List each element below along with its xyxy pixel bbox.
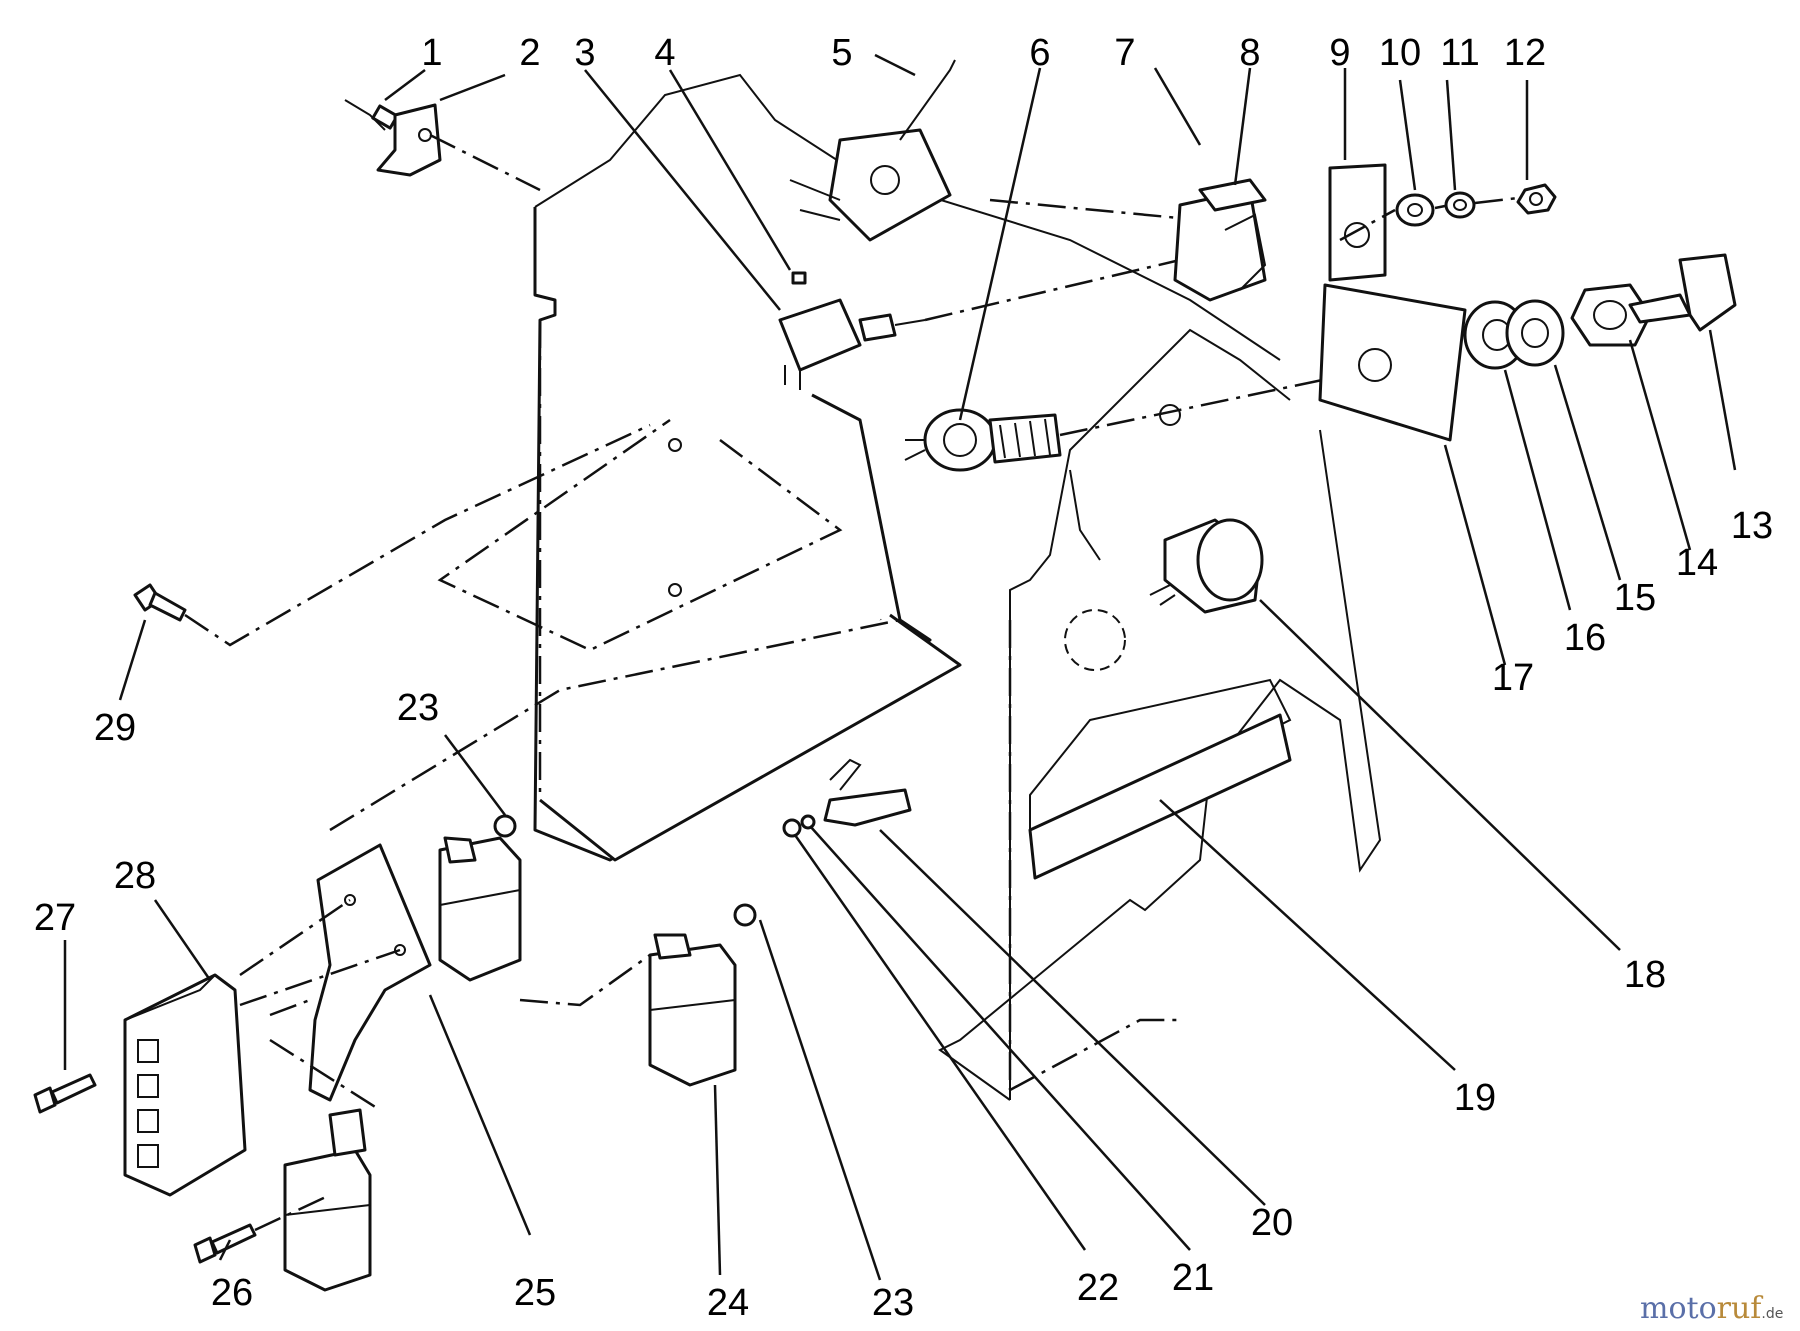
- watermark-part1: moto: [1640, 1291, 1717, 1326]
- callout-19: 19: [1454, 1077, 1496, 1119]
- callout-11: 11: [1440, 32, 1479, 74]
- nut-14: [1570, 283, 1652, 347]
- callout-8: 8: [1239, 32, 1260, 74]
- relay-middle: [519, 903, 757, 1087]
- callout-20: 20: [1251, 1202, 1293, 1244]
- relay-lower: [283, 1108, 372, 1292]
- callout-1: 1: [421, 32, 442, 74]
- toggle-switch: [778, 258, 1181, 390]
- decal-plate: [1328, 163, 1387, 282]
- relay-upper: [438, 814, 522, 982]
- ignition-switch: [904, 368, 1371, 472]
- svg-text:motoruf.de: motoruf.de: [1640, 1291, 1783, 1326]
- callout-7: 7: [1114, 32, 1135, 74]
- seat-switch: [789, 59, 1201, 285]
- lower-mounting-plate: [329, 613, 962, 862]
- callout-24: 24: [707, 1282, 749, 1324]
- bolt-27: [33, 1073, 97, 1114]
- small-bracket: [376, 103, 541, 192]
- washer-11: [1444, 191, 1476, 219]
- callout-25: 25: [514, 1272, 556, 1314]
- callout-27: 27: [34, 897, 76, 939]
- callout-3: 3: [574, 32, 595, 74]
- callout-21: 21: [1172, 1257, 1214, 1299]
- washer-21: [800, 814, 816, 830]
- watermark-part2: ruf: [1717, 1291, 1764, 1326]
- callout-16: 16: [1564, 617, 1606, 659]
- callout-10: 10: [1379, 32, 1421, 74]
- callout-13: 13: [1731, 505, 1773, 547]
- callout-29: 29: [94, 707, 136, 749]
- fuse-block: [123, 898, 401, 1197]
- callout-18: 18: [1624, 954, 1666, 996]
- watermark-part3: .de: [1761, 1306, 1783, 1322]
- relay-switch: [1173, 178, 1267, 302]
- leader-lines: [63, 53, 1737, 1281]
- callout-9: 9: [1329, 32, 1350, 74]
- hour-meter: [1064, 518, 1264, 671]
- nut-22: [782, 818, 802, 838]
- bolt-26: [193, 1193, 331, 1264]
- relay-bracket: [269, 843, 432, 1112]
- callout-28: 28: [114, 855, 156, 897]
- ignition-decal: [1318, 283, 1467, 442]
- callout-6: 6: [1029, 32, 1050, 74]
- callout-5: 5: [831, 32, 852, 74]
- warning-decal: [1028, 713, 1292, 880]
- callout-15: 15: [1614, 577, 1656, 619]
- bolt-29: [133, 423, 651, 647]
- callout-12: 12: [1504, 32, 1546, 74]
- callout-23-lower: 23: [872, 1282, 914, 1324]
- callout-23-upper: 23: [397, 687, 439, 729]
- terminal-wire: [344, 99, 399, 131]
- washer-15: [1505, 299, 1565, 367]
- callout-22: 22: [1077, 1267, 1119, 1309]
- callout-4: 4: [654, 32, 675, 74]
- nut-12: [1516, 183, 1557, 215]
- callout-17: 17: [1492, 657, 1534, 699]
- callout-14: 14: [1676, 542, 1718, 584]
- site-watermark: motoruf.de: [1640, 1291, 1783, 1326]
- callout-labels: 1 2 3 4 5 6 7 8 9 10 11 12 13 14 15 16 1…: [34, 32, 1773, 1324]
- washer-10: [1395, 193, 1435, 227]
- callout-2: 2: [519, 32, 540, 74]
- key: [1628, 253, 1737, 332]
- spring-clip: [823, 758, 912, 827]
- callout-26: 26: [211, 1272, 253, 1314]
